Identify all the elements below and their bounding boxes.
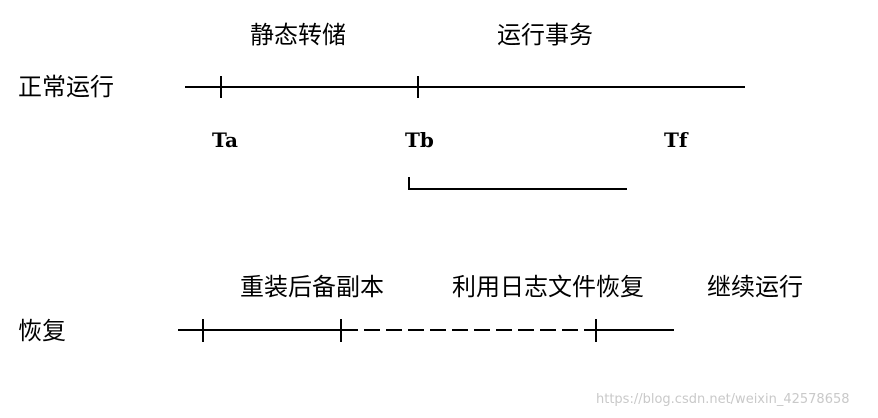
transaction-bracket xyxy=(408,177,627,190)
tick-label-ta: Ta xyxy=(212,128,238,152)
phase-label-continue-running: 继续运行 xyxy=(707,273,803,301)
row-label-recovery: 恢复 xyxy=(18,317,66,345)
watermark: https://blog.csdn.net/weixin_42578658 xyxy=(596,392,850,407)
phase-label-reload-backup: 重装后备副本 xyxy=(240,273,384,301)
tick-label-tb: Tb xyxy=(405,128,434,152)
row-label-normal: 正常运行 xyxy=(18,73,114,101)
phase-label-static-dump: 静态转储 xyxy=(250,21,346,49)
phase-label-log-recovery: 利用日志文件恢复 xyxy=(452,273,644,301)
phase-label-run-transactions: 运行事务 xyxy=(497,21,593,49)
tick-label-tf: Tf xyxy=(664,128,688,152)
